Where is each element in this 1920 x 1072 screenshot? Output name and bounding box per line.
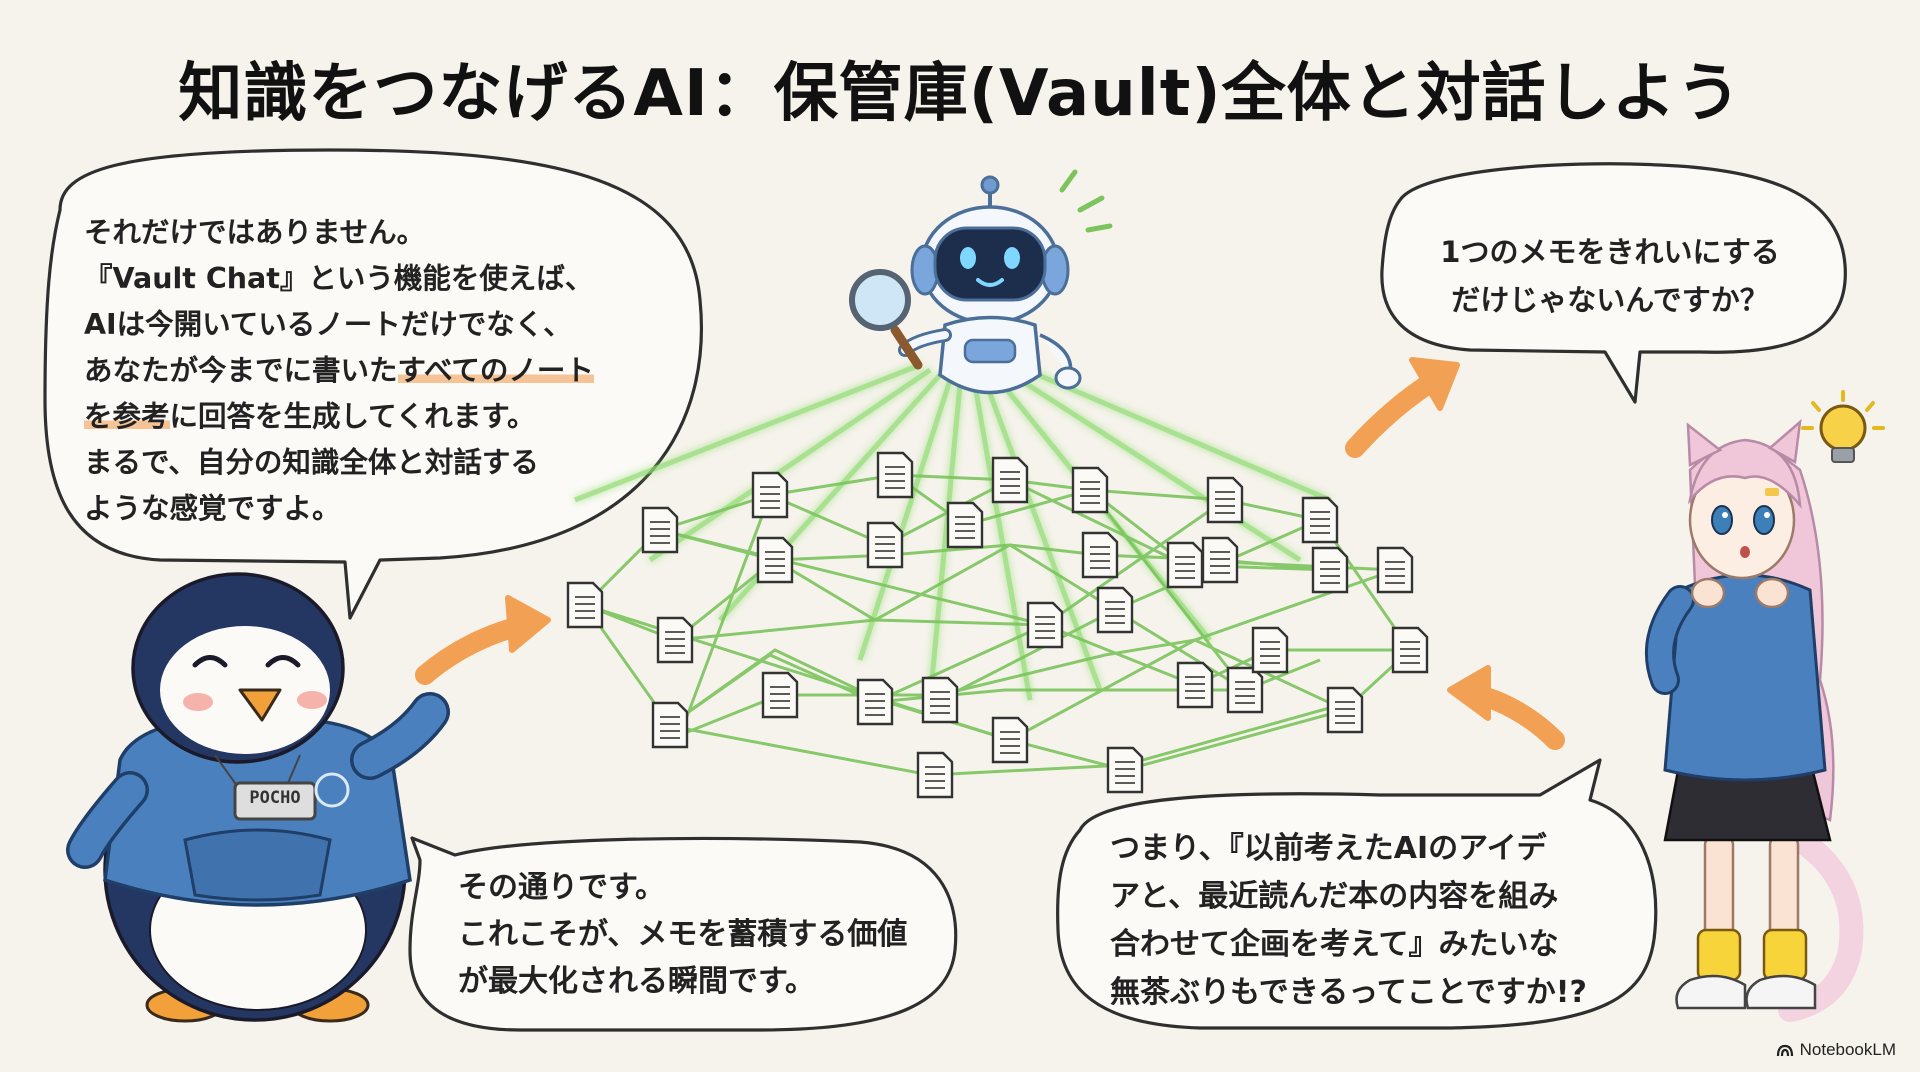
arrow-girl-to-network xyxy=(1447,665,1565,750)
bubble-line: まるで、自分の知識全体と対話する xyxy=(84,446,539,479)
bubble-line: が最大化される瞬間です。 xyxy=(458,964,815,999)
document-icon xyxy=(1176,661,1214,709)
speech-bubble-top-right xyxy=(1380,162,1847,404)
document-icon xyxy=(991,716,1029,764)
document-icon xyxy=(1166,541,1204,589)
cat-eared-girl-character xyxy=(1645,390,1885,1022)
document-icon xyxy=(751,471,789,519)
robot-ai-character xyxy=(849,169,1113,395)
document-icon xyxy=(1301,496,1339,544)
bubble-line: その通りです。 xyxy=(458,870,665,905)
document-icon xyxy=(1376,546,1414,594)
speech-bubble-top-left xyxy=(43,148,703,620)
document-icon xyxy=(1201,536,1239,584)
document-icon xyxy=(1096,586,1134,634)
penguin-badge-label: POCHO xyxy=(249,788,301,808)
document-icon xyxy=(1071,466,1109,514)
document-icon xyxy=(1251,626,1289,674)
document-icon xyxy=(1026,601,1064,649)
document-icon xyxy=(651,701,689,749)
bubble-line: アと、最近読んだ本の内容を組み xyxy=(1110,879,1559,914)
bubble-text-top-left: それだけではありません。 『Vault Chat』という機能を使えば、 AIは今… xyxy=(84,210,594,532)
speech-bubble-bottom-right xyxy=(1056,758,1658,1030)
document-icon xyxy=(921,676,959,724)
footer-brand-label: NotebookLM xyxy=(1799,1040,1896,1059)
bubble-line: 無茶ぶりもできるってことですか!? xyxy=(1110,975,1587,1010)
document-icon xyxy=(946,501,984,549)
document-icon xyxy=(1081,531,1119,579)
bubble-line: つまり、『以前考えたAIのアイデ xyxy=(1110,831,1547,866)
document-icon xyxy=(1206,476,1244,524)
highlighted-phrase: を参考 xyxy=(84,400,170,433)
document-icon xyxy=(756,536,794,584)
document-icon xyxy=(566,581,604,629)
penguin-character-pocho xyxy=(66,572,450,1023)
bubble-line: だけじゃないんですか？ xyxy=(1451,283,1769,317)
bubble-line: 『Vault Chat』という機能を使えば、 xyxy=(84,262,594,295)
arrow-penguin-to-network xyxy=(415,595,551,685)
bubble-line: あなたが今までに書いたすべてのノート xyxy=(84,348,594,394)
document-icon xyxy=(916,751,954,799)
document-icon xyxy=(761,671,799,719)
bubble-line: 合わせて企画を考えて』みたいな xyxy=(1110,927,1559,962)
bubble-line-part: あなたが今までに書いた xyxy=(84,354,398,387)
notebooklm-logo-icon xyxy=(1776,1044,1793,1057)
document-icon xyxy=(1326,686,1364,734)
bubble-text-bottom-left: その通りです。 これこそが、メモを蓄積する価値 が最大化される瞬間です。 xyxy=(458,864,907,1005)
bubble-line: を参考に回答を生成してくれます。 xyxy=(84,394,594,440)
bubble-line: それだけではありません。 xyxy=(84,216,426,249)
highlighted-phrase: すべてのノート xyxy=(397,354,594,387)
page-title: 知識をつなげるAI：保管庫(Vault)全体と対話しよう xyxy=(178,57,1742,131)
bubble-line: これこそが、メモを蓄積する価値 xyxy=(458,917,908,952)
bubble-text-bottom-right: つまり、『以前考えたAIのアイデ アと、最近読んだ本の内容を組み 合わせて企画を… xyxy=(1110,825,1587,1017)
document-icon xyxy=(1106,746,1144,794)
knowledge-network-nodes xyxy=(566,451,1429,799)
bubble-line: ような感覚ですよ。 xyxy=(84,492,341,525)
lightbulb-icon xyxy=(1801,390,1885,463)
document-icon xyxy=(1391,626,1429,674)
footer-brand: NotebookLM xyxy=(1776,1040,1896,1060)
bubble-line-part: に回答を生成してくれます。 xyxy=(169,400,536,433)
document-icon xyxy=(1226,666,1264,714)
document-icon xyxy=(866,521,904,569)
document-icon xyxy=(856,678,894,726)
bubble-line: 1つのメモをきれいにする xyxy=(1440,235,1780,269)
document-icon xyxy=(641,506,679,554)
document-icon xyxy=(876,451,914,499)
document-icon xyxy=(991,456,1029,504)
document-icon xyxy=(656,616,694,664)
bubble-text-top-right: 1つのメモをきれいにする だけじゃないんですか？ xyxy=(1430,228,1790,324)
speech-bubble-bottom-left xyxy=(408,836,958,1032)
document-icon xyxy=(1311,546,1349,594)
bubble-line: AIは今開いているノートだけでなく、 xyxy=(84,308,572,341)
arrow-network-to-question xyxy=(1345,357,1460,458)
